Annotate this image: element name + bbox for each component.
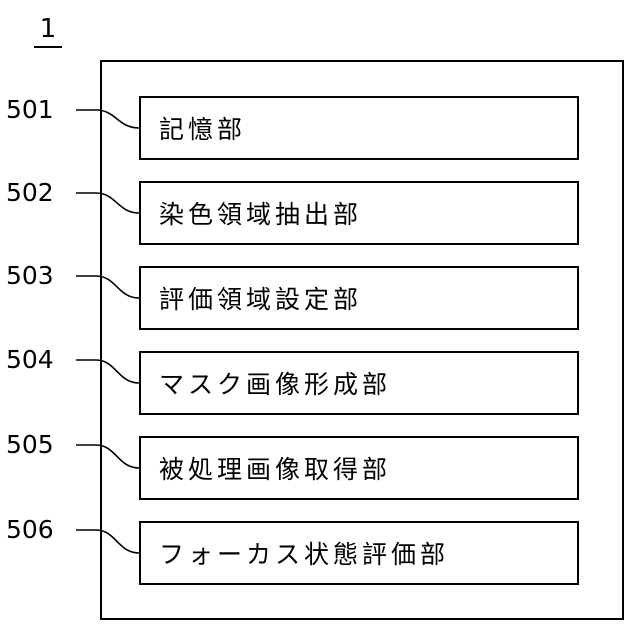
unit-box-mask-image-forming: マスク画像形成部	[139, 351, 579, 415]
ref-numeral-503: 503	[6, 261, 76, 291]
ref-numeral-501: 501	[6, 95, 76, 125]
figure-label-underline	[34, 46, 62, 48]
unit-box-stained-region-extraction: 染色領域抽出部	[139, 181, 579, 245]
ref-numeral-506: 506	[6, 515, 76, 545]
ref-numeral-504: 504	[6, 345, 76, 375]
figure-label: 1	[34, 14, 62, 44]
ref-numeral-505: 505	[6, 430, 76, 460]
unit-box-evaluation-region-setting: 評価領域設定部	[139, 266, 579, 330]
unit-box-processed-image-acquisition: 被処理画像取得部	[139, 436, 579, 500]
unit-box-storage: 記憶部	[139, 96, 579, 160]
unit-box-focus-state-evaluation: フォーカス状態評価部	[139, 521, 579, 585]
ref-numeral-502: 502	[6, 178, 76, 208]
